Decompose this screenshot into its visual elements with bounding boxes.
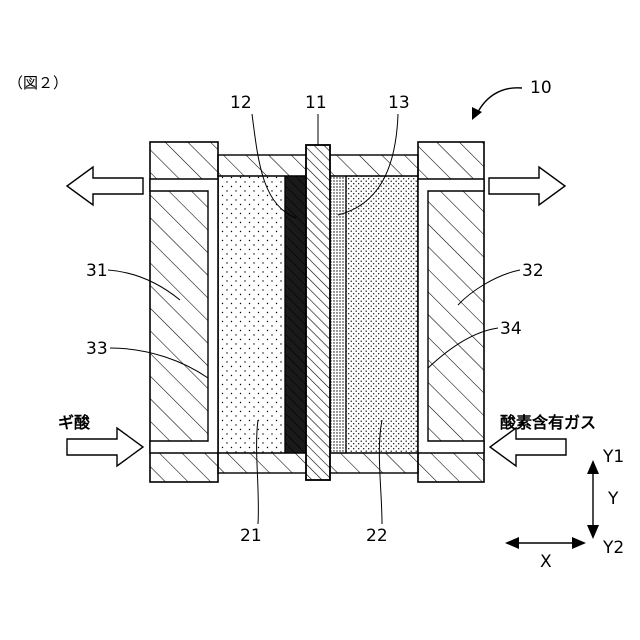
axis-y2-label: Y2	[602, 538, 624, 558]
figure-caption: （図２）	[8, 74, 68, 92]
label-11: 11	[305, 93, 327, 113]
membrane-11-hatch	[306, 145, 330, 480]
label-21: 21	[240, 526, 262, 546]
label-13: 13	[388, 93, 410, 113]
layer-13	[330, 176, 346, 453]
label-12: 12	[230, 93, 252, 113]
axis-x-label: X	[540, 552, 552, 572]
fuel-inlet-label: ギ酸	[58, 413, 91, 432]
axis-y1-label: Y1	[602, 447, 624, 467]
label-33: 33	[86, 339, 108, 359]
label-34: 34	[500, 319, 522, 339]
label-10: 10	[530, 78, 552, 98]
inlet-arrow-left	[67, 428, 143, 466]
electrode-21	[218, 176, 285, 453]
label-32: 32	[522, 261, 544, 281]
label-31: 31	[86, 261, 108, 281]
inlet-arrow-right	[490, 428, 566, 466]
outlet-arrow-right	[489, 167, 565, 205]
axis-indicator	[505, 460, 599, 549]
electrode-22	[346, 176, 418, 453]
axis-y-label: Y	[607, 489, 619, 509]
oxidant-inlet-label: 酸素含有ガス	[500, 413, 596, 432]
label-22: 22	[366, 526, 388, 546]
assembly-leader-arrow	[476, 88, 522, 116]
outlet-arrow-left	[67, 167, 143, 205]
